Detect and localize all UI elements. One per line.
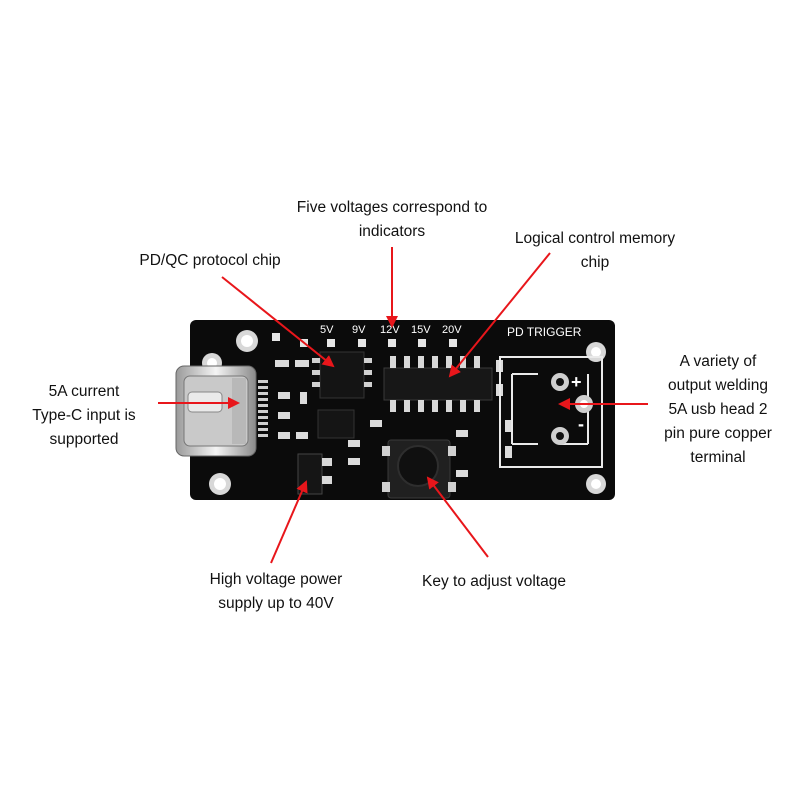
voltage-mark-15v: 15V xyxy=(411,324,431,336)
adjust-key xyxy=(382,439,456,499)
label-line: High voltage power xyxy=(209,571,343,588)
mounting-hole xyxy=(586,474,606,494)
typec-connector xyxy=(175,365,268,457)
label-line: indicators xyxy=(358,223,426,240)
label-line: Logical control memory xyxy=(514,230,676,247)
arrow-high-voltage xyxy=(270,480,308,564)
voltage-mark-9v: 9V xyxy=(352,324,366,336)
terminal-plus-mark: + xyxy=(571,372,582,392)
board-title: PD TRIGGER xyxy=(507,325,582,339)
label-line: Key to adjust voltage xyxy=(422,573,566,590)
led xyxy=(388,339,396,347)
label-line: A variety of xyxy=(679,353,757,370)
label-line: PD/QC protocol chip xyxy=(139,252,281,269)
led xyxy=(449,339,457,347)
memory-chip xyxy=(383,356,493,412)
label-line: supported xyxy=(49,431,119,448)
voltage-mark-5v: 5V xyxy=(320,324,334,336)
label-adjust-key: Key to adjust voltage xyxy=(392,570,596,594)
label-protocol-chip: PD/QC protocol chip xyxy=(112,249,308,273)
led xyxy=(272,333,280,341)
mounting-hole xyxy=(209,473,231,495)
arrow-protocol-chip xyxy=(221,276,335,368)
voltage-mark-12v: 12V xyxy=(380,324,400,336)
terminal-pads xyxy=(551,373,593,445)
label-line: Five voltages correspond to xyxy=(296,199,488,216)
label-line: terminal xyxy=(690,449,746,466)
led xyxy=(327,339,335,347)
label-line: pin pure copper xyxy=(664,425,772,442)
label-typec-input: 5A current Type-C input is supported xyxy=(14,380,154,452)
label-line: 5A usb head 2 xyxy=(668,401,768,418)
label-line: 5A current xyxy=(48,383,120,400)
label-memory-chip: Logical control memory chip xyxy=(490,227,700,275)
voltage-mark-20v: 20V xyxy=(442,324,462,336)
label-line: supply up to 40V xyxy=(218,595,334,612)
label-voltage-indicators: Five voltages correspond to indicators xyxy=(268,196,516,244)
label-line: chip xyxy=(580,254,610,271)
label-line: Type-C input is xyxy=(32,407,136,424)
label-high-voltage: High voltage power supply up to 40V xyxy=(178,568,374,616)
led xyxy=(358,339,366,347)
protocol-chip xyxy=(312,351,372,399)
arrow-memory-chip xyxy=(448,252,551,378)
arrow-adjust-key xyxy=(426,476,489,558)
led xyxy=(418,339,426,347)
annotation-arrows xyxy=(158,247,648,564)
terminal-minus-mark: - xyxy=(578,414,584,434)
label-line: output welding xyxy=(668,377,768,394)
voltage-indicator-labels: 5V 9V 12V 15V 20V xyxy=(320,324,462,336)
mounting-hole xyxy=(236,330,258,352)
label-output-terminal: A variety of output welding 5A usb head … xyxy=(648,350,788,470)
